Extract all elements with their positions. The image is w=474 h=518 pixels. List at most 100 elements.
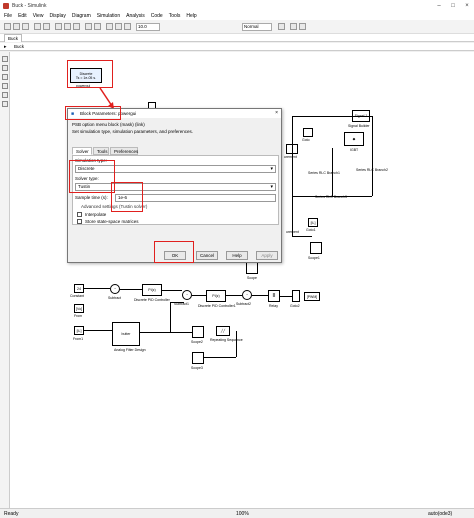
signal-line xyxy=(236,331,237,357)
simulation-mode-select[interactable]: Normal xyxy=(242,23,272,31)
fast-restart-icon[interactable] xyxy=(278,23,285,30)
status-bar: Ready 100% auto(ode3) xyxy=(0,508,474,518)
menu-simulation[interactable]: Simulation xyxy=(96,12,121,19)
menu-file[interactable]: File xyxy=(4,12,13,19)
igbt-block[interactable]: ◆ xyxy=(344,132,364,146)
circuit-wire xyxy=(372,116,373,196)
menu-help[interactable]: Help xyxy=(186,12,197,19)
library-browser-icon[interactable] xyxy=(85,23,92,30)
subtract1-block[interactable]: − xyxy=(182,290,192,300)
signal-line xyxy=(170,302,171,332)
forward-icon[interactable] xyxy=(64,23,71,30)
zoom-level: 100% xyxy=(236,511,249,517)
tab-preferences[interactable]: Preferences xyxy=(110,147,138,155)
simulation-type-select[interactable]: Discrete xyxy=(75,165,276,173)
signal-line xyxy=(280,296,292,297)
new-model-icon[interactable] xyxy=(4,23,11,30)
circuit-wire xyxy=(292,196,372,197)
tab-solver[interactable]: Solver xyxy=(72,147,92,155)
step-forward-icon[interactable] xyxy=(115,23,122,30)
scope3-block[interactable] xyxy=(192,352,204,364)
repeating-sequence-block[interactable]: ╱╱ xyxy=(216,326,230,336)
dialog-description-2: Set simulation type, simulation paramete… xyxy=(72,129,194,134)
scope-block[interactable] xyxy=(246,262,258,274)
menu-tools[interactable]: Tools xyxy=(168,12,181,19)
from-block[interactable]: [Vo] xyxy=(74,304,84,313)
zoom-icon[interactable] xyxy=(2,65,8,71)
title-bar: Buck - Simulink xyxy=(0,0,474,11)
menu-view[interactable]: View xyxy=(32,12,44,19)
tab-buck[interactable]: Buck xyxy=(4,34,23,42)
toolbar: 10.0 Normal xyxy=(0,20,474,34)
scope1-label: Scope1 xyxy=(308,256,320,260)
menu-code[interactable]: Code xyxy=(150,12,163,19)
stop-time-input[interactable]: 10.0 xyxy=(136,23,160,31)
data-inspector-icon[interactable] xyxy=(299,23,306,30)
analog-filter-block[interactable]: butter xyxy=(112,322,140,346)
relay-block[interactable]: ≣ xyxy=(268,290,280,302)
scope-label: Scope xyxy=(247,276,257,280)
cancel-button[interactable]: Cancel xyxy=(196,251,218,260)
area-icon[interactable] xyxy=(2,101,8,107)
dialog-block-icon: ■ xyxy=(71,111,75,117)
solver-type-select[interactable]: Tustin xyxy=(75,183,276,191)
series-rlc2-label: Series RLC Branch2 xyxy=(356,168,388,172)
model-config-icon[interactable] xyxy=(94,23,101,30)
dialog-close-icon[interactable]: × xyxy=(275,110,278,116)
store-matrices-checkbox-box[interactable] xyxy=(77,219,82,224)
goto-block[interactable] xyxy=(303,128,313,137)
goto1-label: Goto1 xyxy=(306,228,316,232)
redo-icon[interactable] xyxy=(43,23,50,30)
back-icon[interactable] xyxy=(55,23,62,30)
up-icon[interactable] xyxy=(73,23,80,30)
left-palette xyxy=(0,52,10,508)
pid-controller-block[interactable]: PI(z) xyxy=(142,284,162,296)
dialog-title: Block Parameters: powergui xyxy=(68,109,281,118)
hide-explorer-icon[interactable] xyxy=(2,56,8,62)
apply-button[interactable]: Apply xyxy=(256,251,278,260)
powergui-text-1: Discrete xyxy=(79,71,93,76)
goto2-block[interactable] xyxy=(292,290,300,302)
menu-analysis[interactable]: Analysis xyxy=(126,12,145,19)
goto-label: Goto xyxy=(302,138,310,142)
scope1-block[interactable] xyxy=(310,242,322,254)
signal-line xyxy=(120,289,142,290)
undo-icon[interactable] xyxy=(34,23,41,30)
from1-block[interactable]: [IL] xyxy=(74,326,84,335)
goto1-block[interactable]: [IL] xyxy=(308,218,318,227)
help-button[interactable]: Help xyxy=(226,251,248,260)
ok-button[interactable]: OK xyxy=(164,251,186,260)
maximize-button[interactable]: □ xyxy=(451,2,455,9)
store-matrices-checkbox[interactable]: Store state-space matrices xyxy=(77,219,139,224)
subtract-block[interactable]: − xyxy=(110,284,120,294)
minimize-button[interactable]: – xyxy=(437,2,441,9)
image-icon[interactable] xyxy=(2,92,8,98)
stop-icon[interactable] xyxy=(124,23,131,30)
menu-diagram[interactable]: Diagram xyxy=(71,12,91,19)
fit-view-icon[interactable] xyxy=(2,74,8,80)
run-icon[interactable] xyxy=(106,23,113,30)
solver-status[interactable]: auto(ode3) xyxy=(428,511,453,517)
sample-time-input[interactable]: 1e-6 xyxy=(115,194,276,202)
menu-display[interactable]: Display xyxy=(49,12,66,19)
powergui-block[interactable]: Discrete Ts = 1e-05 s. xyxy=(70,68,102,83)
block-parameters-dialog: Block Parameters: powergui ■ × PSB optio… xyxy=(67,108,282,263)
scope2-block[interactable] xyxy=(192,326,204,338)
advanced-settings-link[interactable]: Advanced settings (Tustin solver) xyxy=(81,204,148,209)
interpolate-checkbox-box[interactable] xyxy=(77,212,82,217)
build-icon[interactable] xyxy=(290,23,297,30)
pwm-goto-block[interactable]: [PWM] xyxy=(304,292,320,301)
subtract2-block[interactable]: − xyxy=(242,290,252,300)
save-icon[interactable] xyxy=(22,23,29,30)
breadcrumb[interactable]: Buck xyxy=(14,44,25,49)
tab-tools[interactable]: Tools xyxy=(93,147,109,155)
open-icon[interactable] xyxy=(13,23,20,30)
powergui-text-2: Ts = 1e-05 s. xyxy=(75,75,97,80)
menu-edit[interactable]: Edit xyxy=(18,12,27,19)
powergui-label: powergui xyxy=(76,84,91,88)
interpolate-checkbox[interactable]: Interpolate xyxy=(77,212,106,217)
pid-controller1-block[interactable]: PI(z) xyxy=(206,290,226,302)
constant-block[interactable]: 24 xyxy=(74,284,84,293)
annotation-icon[interactable] xyxy=(2,83,8,89)
close-window-button[interactable]: × xyxy=(465,2,469,9)
